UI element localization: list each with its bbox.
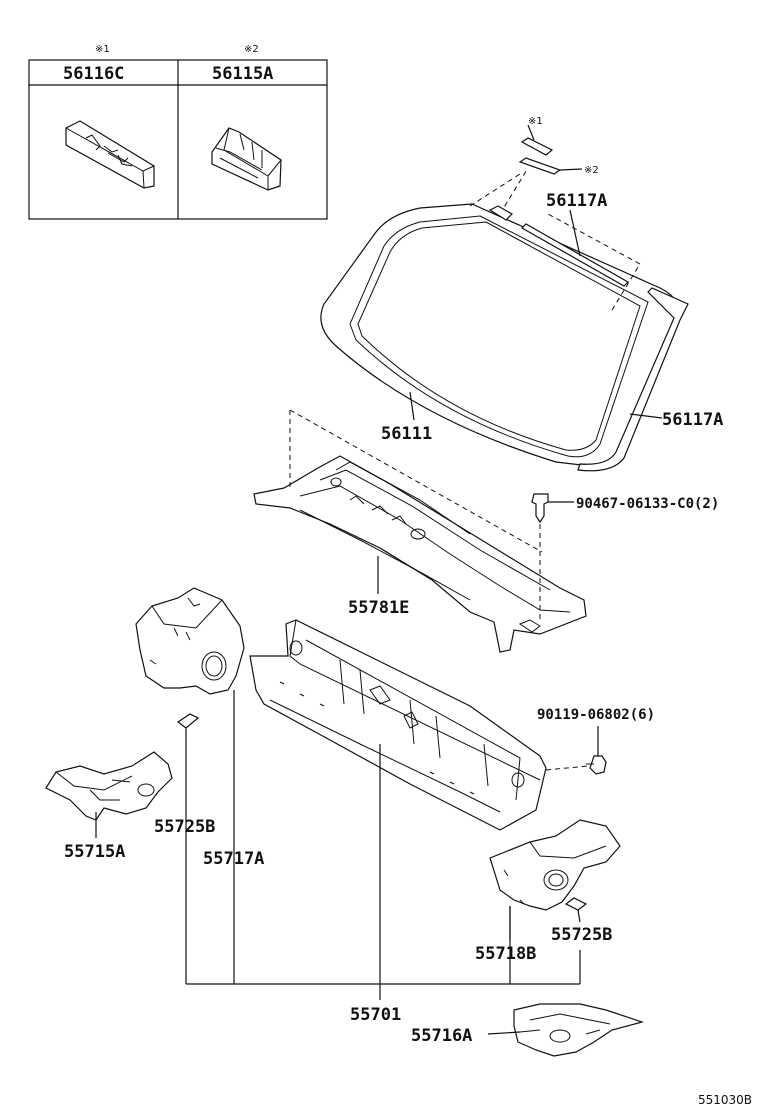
clip-90467: [531, 493, 574, 620]
plate-55725B-left: [176, 713, 200, 729]
marker-2: ※2: [584, 165, 599, 176]
label-55725B-left: 55725B: [154, 817, 215, 837]
label-55715A: 55715A: [64, 842, 125, 862]
label-90119: 90119-06802(6): [537, 707, 655, 723]
label-56111: 56111: [381, 424, 432, 444]
bolt-90119: [545, 726, 607, 775]
bracket-55718B: [489, 819, 621, 911]
marker-parts: ※1 ※2: [518, 116, 599, 176]
diagram-code: 551030B: [698, 1093, 752, 1107]
clip-56116C-drawing: [65, 120, 155, 189]
label-55716A: 55716A: [411, 1026, 472, 1046]
label-55781E: 55781E: [348, 598, 409, 618]
label-56117A-top: 56117A: [546, 191, 607, 211]
label-55725B-right: 55725B: [551, 925, 612, 945]
marker-1: ※1: [528, 116, 543, 127]
label-55718B: 55718B: [475, 944, 536, 964]
bracket-55715A: [45, 751, 173, 821]
inset-label-56116C: 56116C: [63, 64, 124, 84]
clip-56115A-drawing: [211, 127, 282, 191]
label-56117A-right: 56117A: [662, 410, 723, 430]
dash-panel: [249, 619, 547, 831]
bracket-55717A: [135, 587, 245, 695]
inset-box: ※1 ※2 56116C 56115A: [28, 44, 328, 220]
leader-tree: [95, 690, 581, 1035]
inset-label-56115A: 56115A: [212, 64, 273, 84]
inset-note-2: ※2: [244, 44, 259, 55]
label-55701: 55701: [350, 1005, 401, 1025]
molding-strips: [488, 205, 689, 472]
bracket-55716A: [513, 1003, 645, 1057]
inset-note-1: ※1: [95, 44, 110, 55]
label-90467: 90467-06133-C0(2): [576, 496, 719, 512]
plate-55725B-right: [564, 897, 588, 911]
label-55717A: 55717A: [203, 849, 264, 869]
